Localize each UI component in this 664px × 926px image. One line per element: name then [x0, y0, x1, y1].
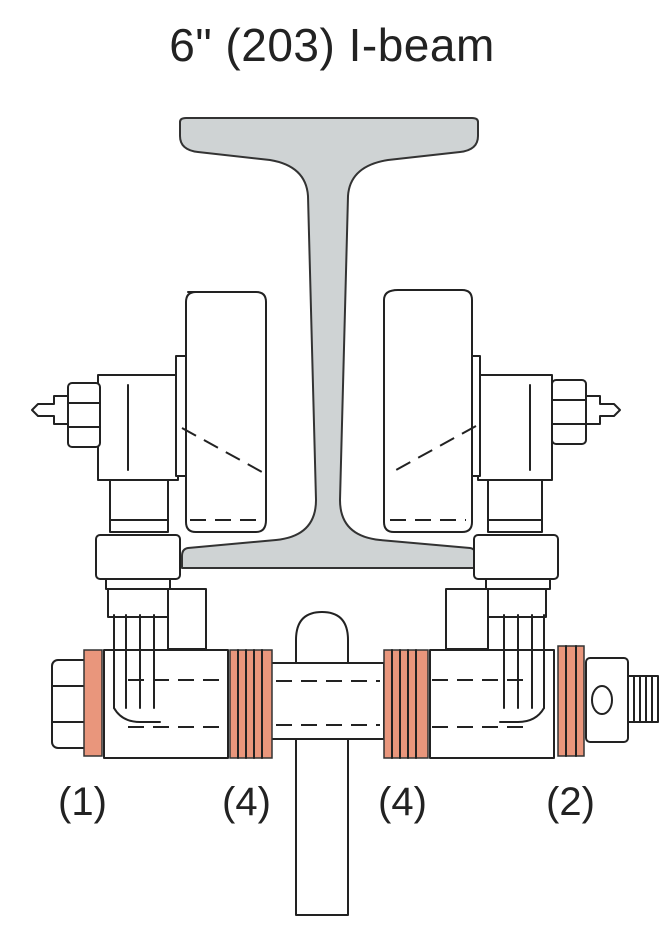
left-stem	[95, 534, 207, 650]
right-axle-thread	[585, 657, 659, 743]
diagram-title: 6" (203) I-beam	[169, 19, 495, 71]
right-grease-fitting	[551, 379, 621, 445]
right-stem	[445, 534, 559, 650]
right-bracket	[467, 355, 553, 533]
i-beam	[179, 117, 479, 569]
right-hanger	[429, 614, 555, 759]
left-hanger	[103, 614, 229, 759]
label-right-end: (2)	[546, 780, 595, 824]
left-wheel	[181, 291, 267, 533]
load-bar	[295, 611, 349, 916]
left-grease-fitting	[31, 382, 101, 448]
label-left-end: (1)	[58, 780, 107, 824]
right-wheel	[383, 289, 477, 533]
spacer-left-inner	[229, 649, 273, 759]
spacer-right-inner	[383, 649, 429, 759]
label-left-inner: (4)	[222, 780, 271, 824]
left-bracket	[97, 355, 189, 533]
spacer-right-end	[557, 645, 585, 757]
spacer-left-end	[83, 649, 103, 757]
axle	[269, 662, 385, 740]
label-right-inner: (4)	[378, 780, 427, 824]
